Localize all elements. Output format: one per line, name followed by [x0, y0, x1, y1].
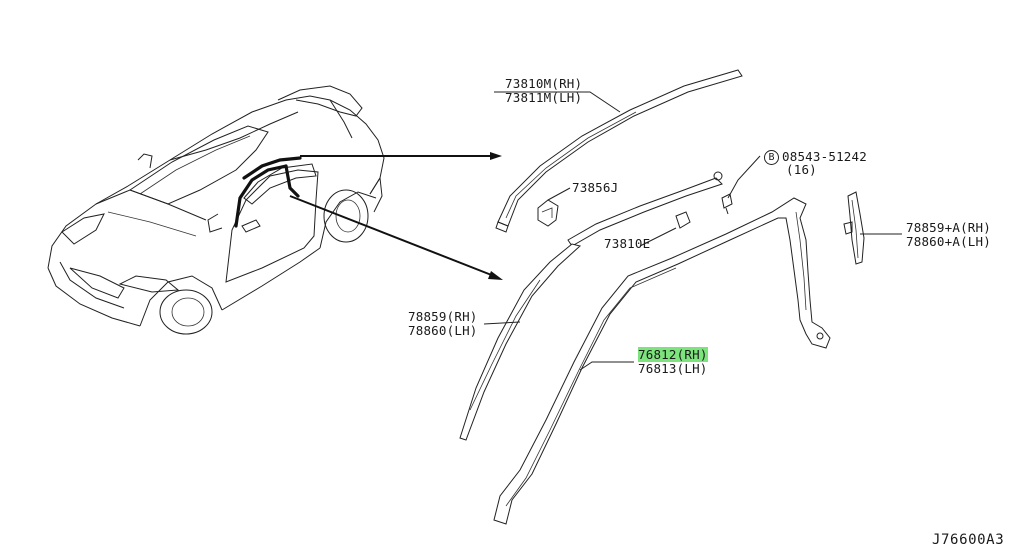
car-illustration [47, 85, 385, 335]
arrow-to-finisher [289, 195, 495, 277]
label-clip-73856j: 73856J [572, 180, 619, 195]
bolt-ref-symbol: B [764, 150, 779, 165]
label-roof-molding-lh: 73811M(LH) [505, 90, 583, 105]
highlighted-part-number: 76812 [638, 347, 677, 362]
roof-molding-part [495, 69, 743, 233]
label-bolt-number: 08543-51242 [782, 149, 867, 164]
highlighted-side: (RH) [676, 347, 708, 362]
label-clip-73810e: 73810E [604, 236, 651, 251]
diagram-code: J76600A3 [932, 532, 1005, 548]
arrowhead-roof [490, 152, 502, 160]
label-bolt-qty: (16) [786, 162, 817, 177]
label-weatherstrip-lh: 76813(LH) [638, 361, 708, 376]
finisher-78859-part [459, 243, 582, 441]
bolt-part [721, 193, 733, 215]
label-weatherstrip-rh: 76812(RH) [638, 347, 708, 362]
label-finisher-rh: 78859(RH) [408, 309, 478, 324]
arrowhead-finisher [488, 271, 503, 280]
label-finisher-a-rh: 78859+A(RH) [906, 220, 991, 235]
leader-lines [483, 91, 902, 371]
label-finisher-a-lh: 78860+A(LH) [906, 234, 991, 249]
label-roof-molding-rh: 73810M(RH) [505, 76, 583, 91]
weatherstrip-76812-part [493, 197, 831, 525]
finisher-a-part [843, 191, 865, 265]
rail-73810e-part [567, 171, 723, 247]
label-finisher-lh: 78860(LH) [408, 323, 478, 338]
clip-73856j-part [537, 199, 559, 227]
indicator-arrows [289, 152, 503, 280]
